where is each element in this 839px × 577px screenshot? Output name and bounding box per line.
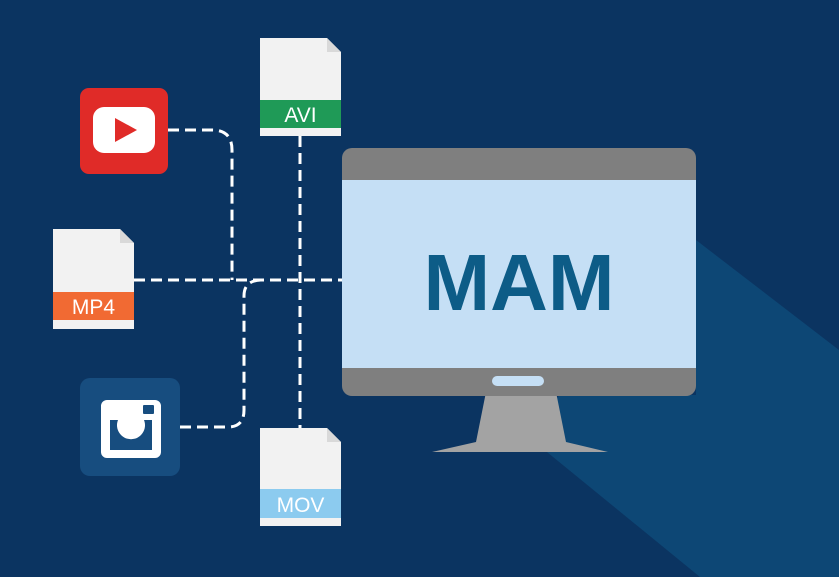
avi-label-band — [260, 100, 341, 128]
avi-file-fold — [327, 38, 341, 52]
monitor-shadow — [520, 240, 839, 577]
mp4-label-band — [53, 292, 134, 320]
connector-instagram — [180, 278, 263, 429]
connectors — [134, 128, 342, 430]
instagram-icon — [101, 400, 161, 458]
mp4-file-fold — [120, 229, 134, 243]
instagram-lens-icon — [122, 419, 140, 437]
connector-youtube — [168, 128, 234, 280]
avi-file: AVI — [260, 38, 341, 136]
mov-file-fold — [327, 428, 341, 442]
youtube-tile — [80, 88, 168, 174]
avi-label: AVI — [284, 104, 316, 127]
monitor-label: MAM — [423, 238, 614, 327]
mp4-label: MP4 — [72, 296, 116, 319]
monitor-power-indicator — [492, 376, 544, 386]
mov-file: MOV — [260, 428, 341, 526]
mov-label: MOV — [277, 494, 325, 517]
mp4-file: MP4 — [53, 229, 134, 329]
mov-label-band — [260, 489, 341, 518]
instagram-tile — [80, 378, 180, 476]
youtube-play-icon — [115, 118, 137, 142]
monitor-stand — [432, 392, 608, 452]
instagram-flash-icon — [143, 405, 154, 414]
monitor-screen — [342, 180, 696, 368]
monitor: MAM — [342, 148, 696, 452]
